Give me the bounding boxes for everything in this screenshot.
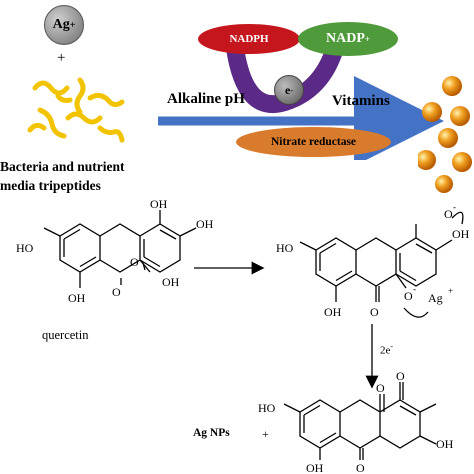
plus-sign-top: + <box>57 50 66 66</box>
electron-arrow-ag <box>403 307 429 318</box>
semi-o-minus: O <box>404 289 413 303</box>
semi-o-minus-top: O <box>444 207 453 221</box>
nanoparticle-1 <box>442 76 462 96</box>
two-electron-charge: - <box>390 342 394 351</box>
electron-label: e <box>285 82 291 97</box>
quinone-o-top: O <box>396 369 405 383</box>
bacteria-label-line2: media tripeptides <box>0 178 101 193</box>
quercetin-oh-3p: OH <box>150 197 168 211</box>
quinone-ho-left: HO <box>258 401 276 415</box>
bacteria-label-line1: Bacteria and nutrient <box>0 159 125 174</box>
bacteria-label: Bacteria and nutrient media tripeptides <box>0 157 125 195</box>
semi-o-carbonyl: O <box>370 305 379 319</box>
nanoparticle-5 <box>418 150 436 170</box>
nadp-label: NADP <box>325 31 365 46</box>
silver-ion-label: Ag <box>52 17 70 32</box>
nanoparticle-7 <box>435 175 453 193</box>
quercetin-o-carbonyl: O <box>112 285 121 299</box>
bacterium-4 <box>37 107 67 139</box>
semi-ag-label: Ag <box>428 291 443 305</box>
nitrate-reductase-ellipse: Nitrate reductase <box>236 127 391 157</box>
nadp-ellipse: NADP+ <box>298 22 398 56</box>
quercetin-oh-3: OH <box>162 275 180 289</box>
quercetin-oh-bottom: OH <box>68 291 86 305</box>
alkaline-ph-label: Alkaline pH <box>167 91 245 107</box>
quinone-o-carbonyl: O <box>356 461 365 474</box>
bacterium-2 <box>74 77 86 115</box>
nadph-ellipse: NADPH <box>198 24 300 54</box>
nadp-charge: + <box>364 34 371 44</box>
quinone-structure <box>283 382 437 460</box>
quercetin-ho-left: HO <box>16 241 34 255</box>
semi-oh-4p: OH <box>452 227 470 241</box>
quercetin-label: quercetin <box>42 328 89 342</box>
nanoparticle-6 <box>452 152 472 172</box>
plus-sign-bottom: + <box>262 427 269 441</box>
bacterium-1 <box>32 80 70 96</box>
quercetin-reaction: HO OH O OH OH OH O HO OH O O - Ag + OH O… <box>16 197 470 474</box>
quinone-ring-o: O <box>376 381 385 395</box>
semi-ho-left: HO <box>276 241 294 255</box>
semi-o-minus-charge: - <box>413 284 416 294</box>
semi-ag-charge: + <box>448 286 453 296</box>
electron-sphere: e- <box>274 75 304 105</box>
nanoparticle-3 <box>450 106 470 126</box>
bacterium-5 <box>65 111 103 125</box>
semiquinone-structure <box>299 224 453 302</box>
bacterium-3 <box>87 92 125 108</box>
vitamins-label: Vitamins <box>332 93 390 109</box>
quinone-oh-bottom: OH <box>306 461 324 474</box>
two-electron-label: 2e- <box>380 342 393 357</box>
quercetin-oh-4p: OH <box>196 217 214 231</box>
semi-o-minus-top-charge: - <box>453 202 456 212</box>
bacterium-7 <box>97 125 125 143</box>
electron-charge: - <box>290 85 293 95</box>
silver-ion-charge: + <box>69 19 76 31</box>
quercetin-ring-o: O <box>130 255 139 269</box>
ag-nps-label: Ag NPs <box>193 427 230 439</box>
bacterium-6 <box>27 122 47 133</box>
bacterium-8 <box>55 93 73 103</box>
quercetin-structure <box>43 210 197 288</box>
silver-nanoparticles <box>418 76 472 193</box>
nanoparticle-4 <box>438 128 458 148</box>
quinone-oh-right: OH <box>436 437 454 451</box>
semi-oh-bottom: OH <box>324 305 342 319</box>
bacteria-illustration <box>27 77 125 143</box>
nanoparticle-2 <box>422 102 442 122</box>
silver-ion-sphere: Ag+ <box>44 5 84 45</box>
electron-arrow-top <box>451 211 464 225</box>
two-electron-text: 2e <box>380 344 391 357</box>
